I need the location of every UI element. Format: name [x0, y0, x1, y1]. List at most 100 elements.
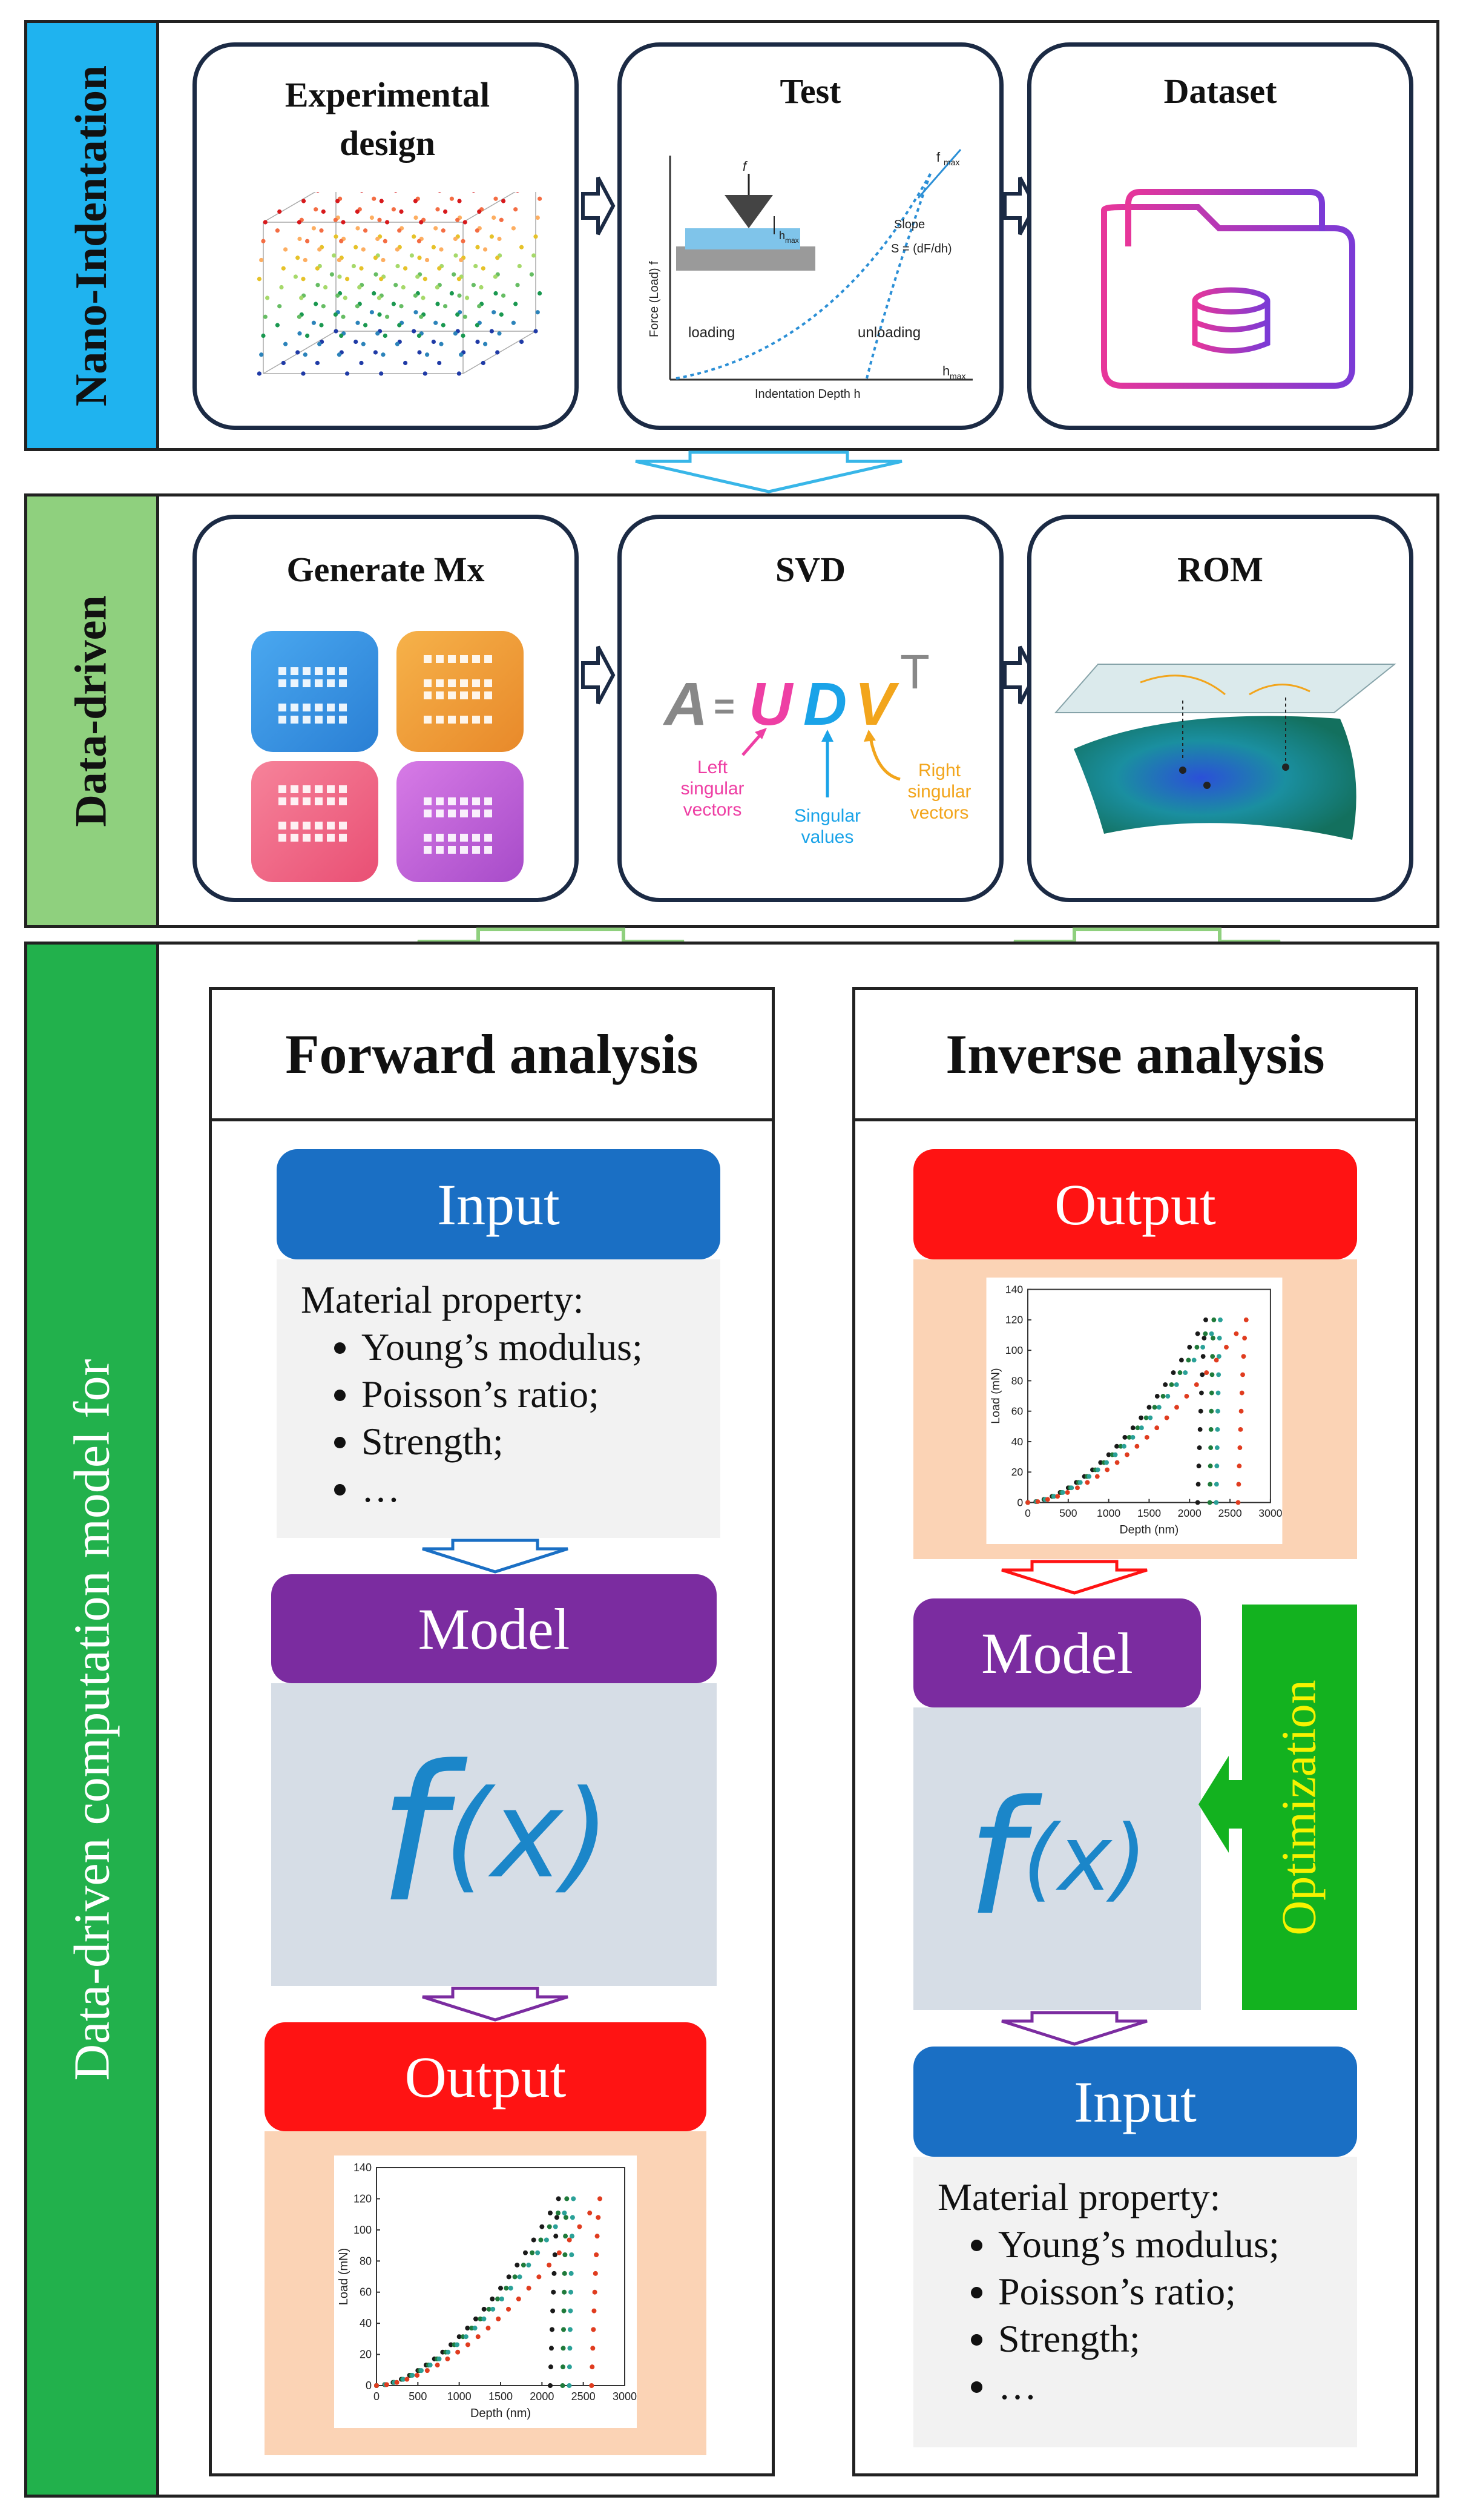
design-point — [383, 333, 387, 338]
unloading-point — [1237, 1445, 1243, 1450]
matrix-cell — [291, 785, 298, 793]
design-point — [481, 266, 485, 271]
unloading-point — [1216, 1354, 1221, 1359]
x-tick-label: 2500 — [571, 2390, 596, 2403]
inverse-formula-f: f — [967, 1767, 1023, 1950]
svd-a: A — [662, 670, 708, 738]
design-point — [363, 323, 368, 328]
design-point — [321, 304, 326, 309]
design-point — [391, 302, 396, 306]
design-point — [373, 256, 378, 260]
x-tick-label: 500 — [409, 2390, 427, 2403]
y-tick-label: 20 — [360, 2349, 372, 2361]
unloading-point — [563, 2215, 568, 2220]
svd-left-1: Left — [697, 757, 728, 777]
chart-ylabel: Load (mN) — [989, 1368, 1002, 1423]
design-point — [413, 215, 418, 220]
matrix-cell — [436, 716, 444, 724]
matrix-cell — [327, 679, 335, 687]
loading-point — [410, 2372, 415, 2378]
design-point — [317, 247, 322, 252]
matrix-cell — [339, 679, 347, 687]
unloading-point — [1195, 1500, 1200, 1505]
design-point — [443, 304, 448, 309]
unloading-point — [1214, 1482, 1219, 1487]
unloading-point — [567, 2383, 572, 2388]
unloading-point — [591, 2327, 596, 2332]
design-point — [321, 209, 326, 214]
design-point — [337, 352, 341, 357]
x-tick-label: 0 — [1025, 1507, 1031, 1519]
design-point — [265, 295, 270, 300]
unloading-point — [1196, 1463, 1202, 1469]
design-point — [279, 285, 284, 290]
loading-point — [577, 2224, 582, 2229]
unloading-point — [550, 2327, 555, 2332]
matrix-tile — [251, 631, 378, 752]
matrix-cell — [327, 822, 335, 830]
loading-point — [1077, 1480, 1083, 1485]
design-point — [311, 320, 316, 325]
optimization-arrow-icon — [1198, 1756, 1247, 1853]
design-point — [437, 360, 442, 366]
matrix-cell — [460, 834, 468, 842]
design-point — [453, 253, 458, 258]
design-point — [277, 209, 282, 214]
design-point — [373, 350, 378, 355]
design-point — [359, 360, 364, 366]
optimization-label: Optimization — [1272, 1679, 1326, 1936]
loading-point — [449, 2342, 453, 2347]
matrix-cell — [448, 679, 456, 687]
svd-right-3: vectors — [910, 803, 969, 823]
indentation-curve-figure: f max f h max Slope S = (dF/dh) loading … — [648, 149, 973, 401]
hmax-small-label: h — [779, 229, 785, 242]
matrix-cell — [278, 785, 286, 793]
matrix-cell — [424, 655, 432, 663]
design-point — [399, 304, 404, 309]
chart-plot-frame — [1027, 1288, 1271, 1503]
loading-point — [1098, 1460, 1103, 1465]
design-point — [277, 304, 282, 309]
design-point — [439, 341, 444, 346]
design-point — [495, 256, 500, 260]
loading-point — [1154, 1394, 1160, 1399]
design-point — [303, 257, 307, 263]
unloading-point — [1239, 1390, 1244, 1396]
matrix-cell — [472, 716, 480, 724]
unloading-point — [1237, 1463, 1242, 1469]
design-point — [403, 266, 408, 271]
loading-point — [472, 2326, 478, 2331]
matrix-cell — [291, 704, 298, 711]
loading-point — [1209, 1331, 1214, 1336]
unloading-point — [1208, 1463, 1213, 1469]
x-tick-label: 1500 — [488, 2390, 513, 2403]
design-point — [385, 220, 390, 225]
unloading-point — [1210, 1354, 1215, 1359]
arrow-down-icon — [1001, 2011, 1148, 2046]
unloading-point — [1238, 1408, 1244, 1414]
matrix-cell — [472, 834, 480, 842]
forward-model-body: f (x) — [271, 1683, 717, 1986]
unloading-point — [1209, 1408, 1214, 1414]
loading-point — [481, 2316, 487, 2321]
design-point — [475, 228, 479, 233]
design-point — [295, 256, 300, 260]
loading-point — [530, 2250, 535, 2255]
matrix-cell — [278, 679, 286, 687]
unloading-point — [1238, 1427, 1243, 1432]
design-point — [477, 209, 482, 214]
design-point — [361, 247, 366, 252]
rom-card: ROM — [1027, 515, 1413, 902]
design-point — [453, 331, 458, 336]
design-point — [297, 236, 302, 242]
forward-material-label: Material property: — [301, 1278, 584, 1321]
design-point — [493, 291, 498, 296]
design-point — [475, 245, 480, 249]
loading-point — [515, 2262, 520, 2268]
unloading-point — [590, 2346, 596, 2351]
unloading-point — [554, 2215, 559, 2220]
unloading-point — [552, 2252, 557, 2257]
loading-point — [473, 2316, 478, 2321]
matrix-cell — [339, 704, 347, 711]
